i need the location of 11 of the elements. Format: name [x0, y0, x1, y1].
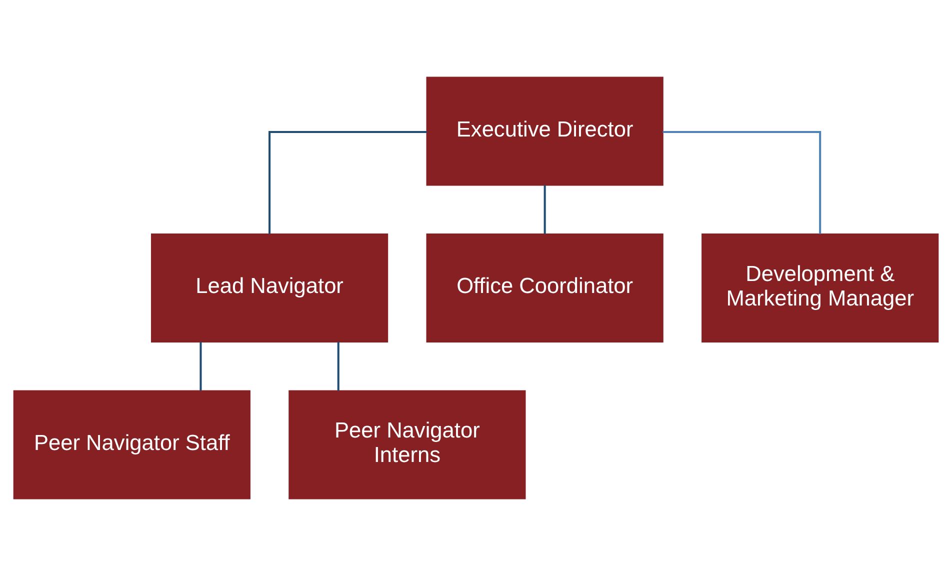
connector: [662, 130, 822, 234]
node-box: Peer Navigator Interns: [288, 390, 526, 499]
connector: [337, 341, 340, 390]
node-box: Peer Navigator Staff: [13, 390, 250, 499]
node-box: Development & Marketing Manager: [702, 232, 939, 342]
node-box: Executive Director: [426, 76, 664, 186]
node-box: Lead Navigator: [150, 232, 388, 342]
connector: [268, 130, 427, 234]
node-box: Office Coordinator: [426, 232, 664, 342]
connector: [200, 341, 202, 390]
connector: [544, 184, 546, 234]
